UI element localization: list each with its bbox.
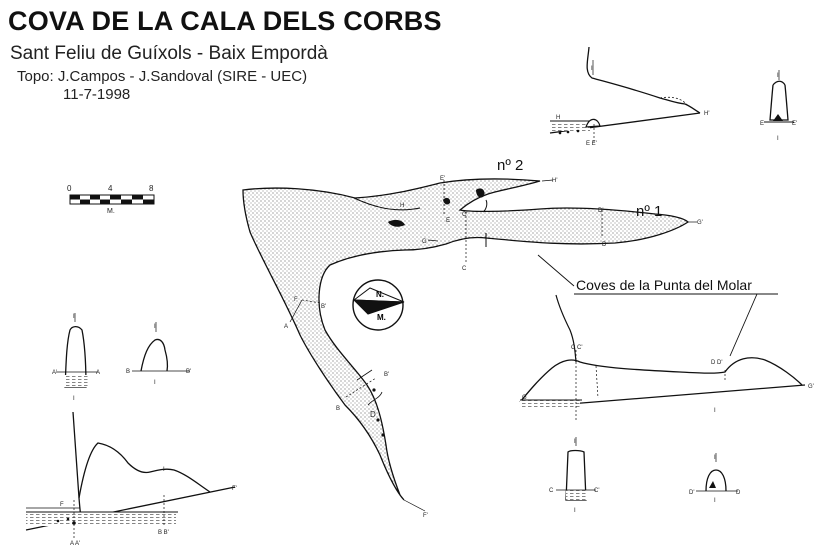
compass-n-label: N. <box>376 290 384 299</box>
section-d-label-d: D <box>736 490 741 496</box>
plan-label-d-prime: D' <box>598 208 603 214</box>
section-e-small-i2: I <box>777 136 779 142</box>
scale-bar: 0 4 8 M. <box>67 184 155 215</box>
profile-bb-label: B B' <box>158 530 169 536</box>
section-c-label-c: C <box>549 488 554 494</box>
plan-label-c: C <box>462 266 467 272</box>
plan-label-f-prime: F' <box>423 513 428 519</box>
section-b: B B' I I <box>126 322 191 386</box>
profile-g-i: I <box>714 408 716 414</box>
section-b-i: I <box>154 324 156 330</box>
section-a-label-a: A <box>96 370 100 376</box>
section-a-label-a-prime: A' <box>52 370 57 376</box>
plan-label-e: E <box>446 218 450 224</box>
map-title: COVA DE LA CALA DELS CORBS <box>8 6 442 36</box>
profile-f: F F' I A A' B B' <box>25 411 237 547</box>
plan-label-h: H <box>400 203 404 209</box>
section-a-i: I <box>73 314 75 320</box>
profile-g: G G' C C' D D' I <box>519 294 814 420</box>
profile-g-prime-label: G' <box>808 384 814 390</box>
survey-date: 11-7-1998 <box>63 86 131 103</box>
profile-g-label: G <box>522 395 527 401</box>
section-d-i: I <box>714 455 716 461</box>
section-a: A' A I I <box>52 313 100 402</box>
section-a-i2: I <box>73 396 75 402</box>
profile-f-label: F <box>60 502 64 508</box>
section-b-label-b: B <box>126 369 130 375</box>
profile-h-i-label: I <box>591 66 593 72</box>
section-e-small-e: E <box>760 121 764 127</box>
profile-ee-label: E E' <box>586 141 597 147</box>
north-arrow: N. M. <box>352 279 405 331</box>
cave-1-label: nº 1 <box>636 203 662 220</box>
plan-label-b2: B' <box>384 372 389 378</box>
profile-aa-label: A A' <box>70 541 80 547</box>
section-e-small: E E' I I <box>760 70 797 142</box>
scale-tick-4: 4 <box>108 184 113 193</box>
plan-label-b-prime: B' <box>321 304 326 310</box>
compass-m-label: M. <box>377 313 386 322</box>
plan-label-g-prime: G' <box>697 220 703 226</box>
survey-credit: Topo: J.Campos - J.Sandoval (SIRE - UEC) <box>17 68 308 85</box>
map-subtitle: Sant Feliu de Guíxols - Baix Empordà <box>10 43 328 64</box>
profile-h-prime-label: H' <box>704 111 709 117</box>
section-e-small-e-prime: E' <box>792 121 797 127</box>
plan-label-g: G <box>422 239 427 245</box>
cave-2-label: nº 2 <box>497 157 523 174</box>
scale-tick-0: 0 <box>67 184 72 193</box>
plan-label-f: F <box>294 297 298 303</box>
profile-h: H H' E E' I <box>549 46 709 147</box>
plan-label-d: D <box>602 242 607 248</box>
section-e-small-i: I <box>777 73 779 79</box>
section-d-i2: I <box>714 498 716 504</box>
section-b-i2: I <box>154 380 156 386</box>
cave-plan: H' H G' G E' E D' D C' C F B' A B' B D F… <box>242 176 703 519</box>
plan-label-e-prime: E' <box>440 176 445 182</box>
callout-group: Coves de la Punta del Molar <box>537 254 778 357</box>
section-d: D' D I I <box>689 453 741 504</box>
section-d-label-d-prime: D' <box>689 490 694 496</box>
section-c-i: I <box>574 439 576 445</box>
section-c-i2: I <box>574 508 576 514</box>
scale-tick-8: 8 <box>149 184 154 193</box>
profile-f-prime-label: F' <box>232 486 237 492</box>
section-c-label-c-prime: C' <box>594 488 599 494</box>
section-c: C C' I I <box>549 437 599 514</box>
plan-label-c-prime: C' <box>462 212 467 218</box>
plan-label-b: B <box>336 406 340 412</box>
plan-label-d2: D <box>370 410 376 419</box>
plan-label-h-prime: H' <box>552 178 557 184</box>
profile-f-i: I <box>163 467 165 473</box>
section-b-label-b-prime: B' <box>186 369 191 375</box>
profile-h-label: H <box>556 115 560 121</box>
callout-label: Coves de la Punta del Molar <box>576 277 752 293</box>
scale-unit: M. <box>107 208 115 215</box>
profile-dd-label: D D' <box>711 360 722 366</box>
plan-label-a: A <box>284 324 288 330</box>
profile-cc-label: C C' <box>571 345 582 351</box>
